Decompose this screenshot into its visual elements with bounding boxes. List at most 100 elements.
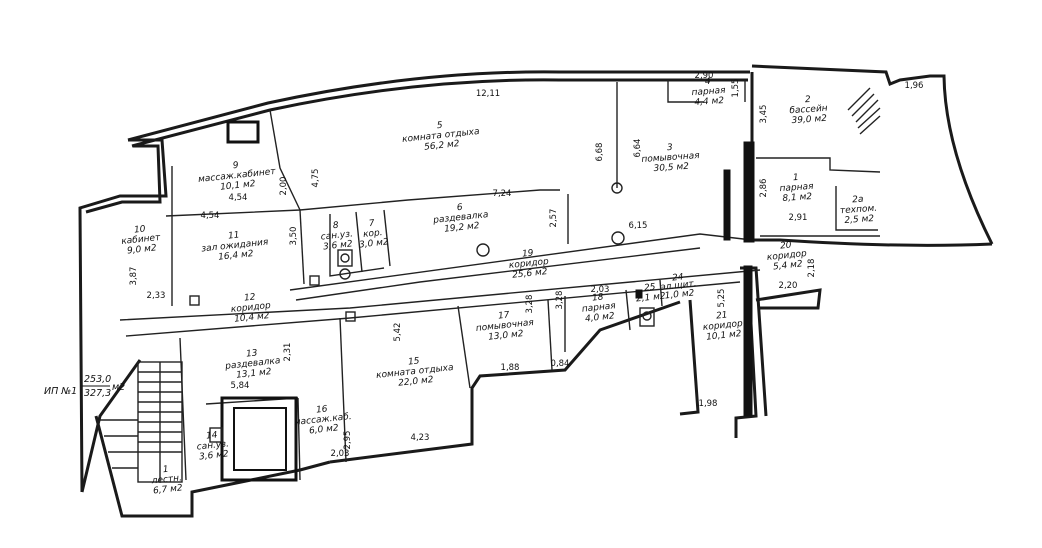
dimension-label: 6,68: [595, 143, 605, 162]
dimension-label: 2,20: [779, 281, 798, 291]
room-labels: 1 лестн. 6,7 м2 2 бассейн 39,0 м2 1 парн…: [121, 77, 878, 497]
room-label: 2а техпом. 2,5 м2: [840, 195, 878, 226]
room-number: 20: [780, 240, 793, 251]
room-name: техпом.: [840, 204, 878, 217]
dimension-label: 2,03: [331, 449, 350, 459]
room-label: 13 раздевалка 13,1 м2: [224, 348, 281, 380]
room-number: 15: [408, 356, 421, 367]
dimension-label: 5,42: [393, 323, 403, 342]
room-label: 25 2,1 м2: [636, 282, 667, 304]
dimension-label: 1,88: [501, 363, 520, 373]
room-area: 10,1 м2: [706, 329, 743, 343]
room-area: 3,6 м2: [199, 449, 230, 462]
room-area: 4,4 м2: [694, 96, 725, 108]
room-area: 6,0 м2: [309, 423, 340, 436]
room-area: 56,2 м2: [424, 139, 461, 153]
room-name: коридор: [230, 301, 271, 315]
room-label: 1 парная 8,1 м2: [779, 173, 814, 204]
room-number: 2: [805, 95, 812, 105]
dimension-label: 3,87: [129, 267, 139, 286]
room-label: 21 коридор 10,1 м2: [702, 310, 743, 343]
internal-walls: [119, 80, 881, 481]
room-area: 39,0 м2: [791, 114, 827, 126]
room-name: коридор: [702, 319, 743, 333]
dimension-label: 2,91: [789, 213, 808, 223]
dimension-label: 2,95: [343, 431, 353, 450]
room-label: 4 парная 4,4 м2: [691, 77, 726, 108]
dimension-label: 2,00: [279, 177, 289, 196]
dimension-label: 2,86: [759, 179, 769, 198]
room-name: сан.уз.: [196, 439, 229, 452]
area-legend: ИП №1 253,0 327,3 м2: [44, 374, 125, 399]
room-area: 25,6 м2: [512, 267, 549, 281]
dimension-label: 3,45: [759, 105, 769, 124]
room-name: кабинет: [121, 233, 162, 247]
room-label: 8 сан.уз. 3,6 м2: [320, 221, 354, 253]
room-number: 19: [522, 248, 535, 259]
room-area: 13,0 м2: [488, 329, 525, 343]
room-label: 12 коридор 10,4 м2: [230, 292, 271, 325]
room-area: 2,1 м2: [636, 291, 667, 304]
room-number: 7: [368, 219, 375, 230]
room-area: 5,4 м2: [773, 259, 804, 272]
room-label: 17 помывочная 13,0 м2: [475, 310, 535, 343]
dimension-label: 1,96: [905, 81, 924, 91]
room-number: 24: [672, 272, 685, 283]
fixtures: [209, 249, 655, 443]
room-number: 2а: [852, 195, 864, 206]
room-area: 16,4 м2: [218, 249, 255, 263]
room-label: 19 коридор 25,6 м2: [508, 248, 549, 281]
dimension-label: 1,55: [731, 79, 741, 98]
room-number: 5: [436, 121, 443, 132]
room-number: 21: [716, 310, 728, 321]
room-name: эл.щит.: [660, 279, 697, 293]
room-name: сан.уз.: [320, 229, 353, 242]
room-area: 30,5 м2: [653, 162, 689, 174]
dimension-label: 4,54: [201, 211, 220, 221]
legend-area-bottom: 327,3: [84, 388, 111, 399]
room-label: 11 зал ожидания 16,4 м2: [201, 230, 270, 263]
room-number: 12: [244, 292, 257, 303]
dimension-label: 3,28: [555, 291, 565, 310]
room-label: 10 кабинет 9,0 м2: [121, 224, 162, 256]
dimension-label: 4,54: [229, 193, 248, 203]
room-area: 10,1 м2: [220, 179, 257, 193]
room-number: 1: [793, 173, 799, 183]
room-number: 14: [206, 430, 219, 441]
dimension-label: 4,75: [311, 169, 321, 188]
room-number: 13: [246, 348, 259, 359]
room-area: 3,6 м2: [323, 239, 354, 252]
columns: [189, 182, 625, 322]
room-name: парная: [779, 182, 814, 194]
room-number: 6: [456, 203, 463, 214]
room-area: 10,4 м2: [234, 311, 271, 325]
dimension-label: 6,64: [633, 139, 643, 158]
dimension-label: 5,84: [231, 381, 250, 391]
room-number: 10: [134, 224, 147, 235]
room-label: 1 лестн. 6,7 м2: [150, 465, 183, 497]
dimension-label: 12,11: [476, 89, 500, 99]
dimension-label: 5,25: [717, 289, 727, 308]
room-area: 1,0 м2: [664, 288, 695, 301]
room-number: 25: [644, 282, 657, 293]
dimension-label: 3,50: [289, 227, 299, 246]
room-number: 1: [162, 465, 169, 476]
room-area: 19,2 м2: [444, 221, 481, 235]
room-number: 3: [667, 143, 674, 153]
dimension-label: 2,57: [549, 209, 559, 228]
room-name: парная: [691, 86, 726, 98]
room-area: 4,0 м2: [585, 311, 616, 324]
room-name: бассейн: [789, 104, 828, 117]
room-label: 15 комната отдыха 22,0 м2: [376, 356, 454, 388]
room-number: 18: [592, 292, 605, 303]
room-number: 16: [316, 404, 329, 415]
dimension-label: 1,98: [699, 399, 718, 409]
room-area: 2,5 м2: [844, 214, 875, 226]
dimension-label: 4,23: [411, 433, 430, 443]
dimension-label: 2,33: [147, 291, 166, 301]
dimension-label: 3,28: [525, 295, 535, 314]
room-name: коридор: [508, 257, 549, 271]
dimension-label: 7,24: [493, 189, 512, 199]
room-number: 9: [232, 161, 239, 172]
dimension-label: 2,31: [283, 343, 293, 362]
